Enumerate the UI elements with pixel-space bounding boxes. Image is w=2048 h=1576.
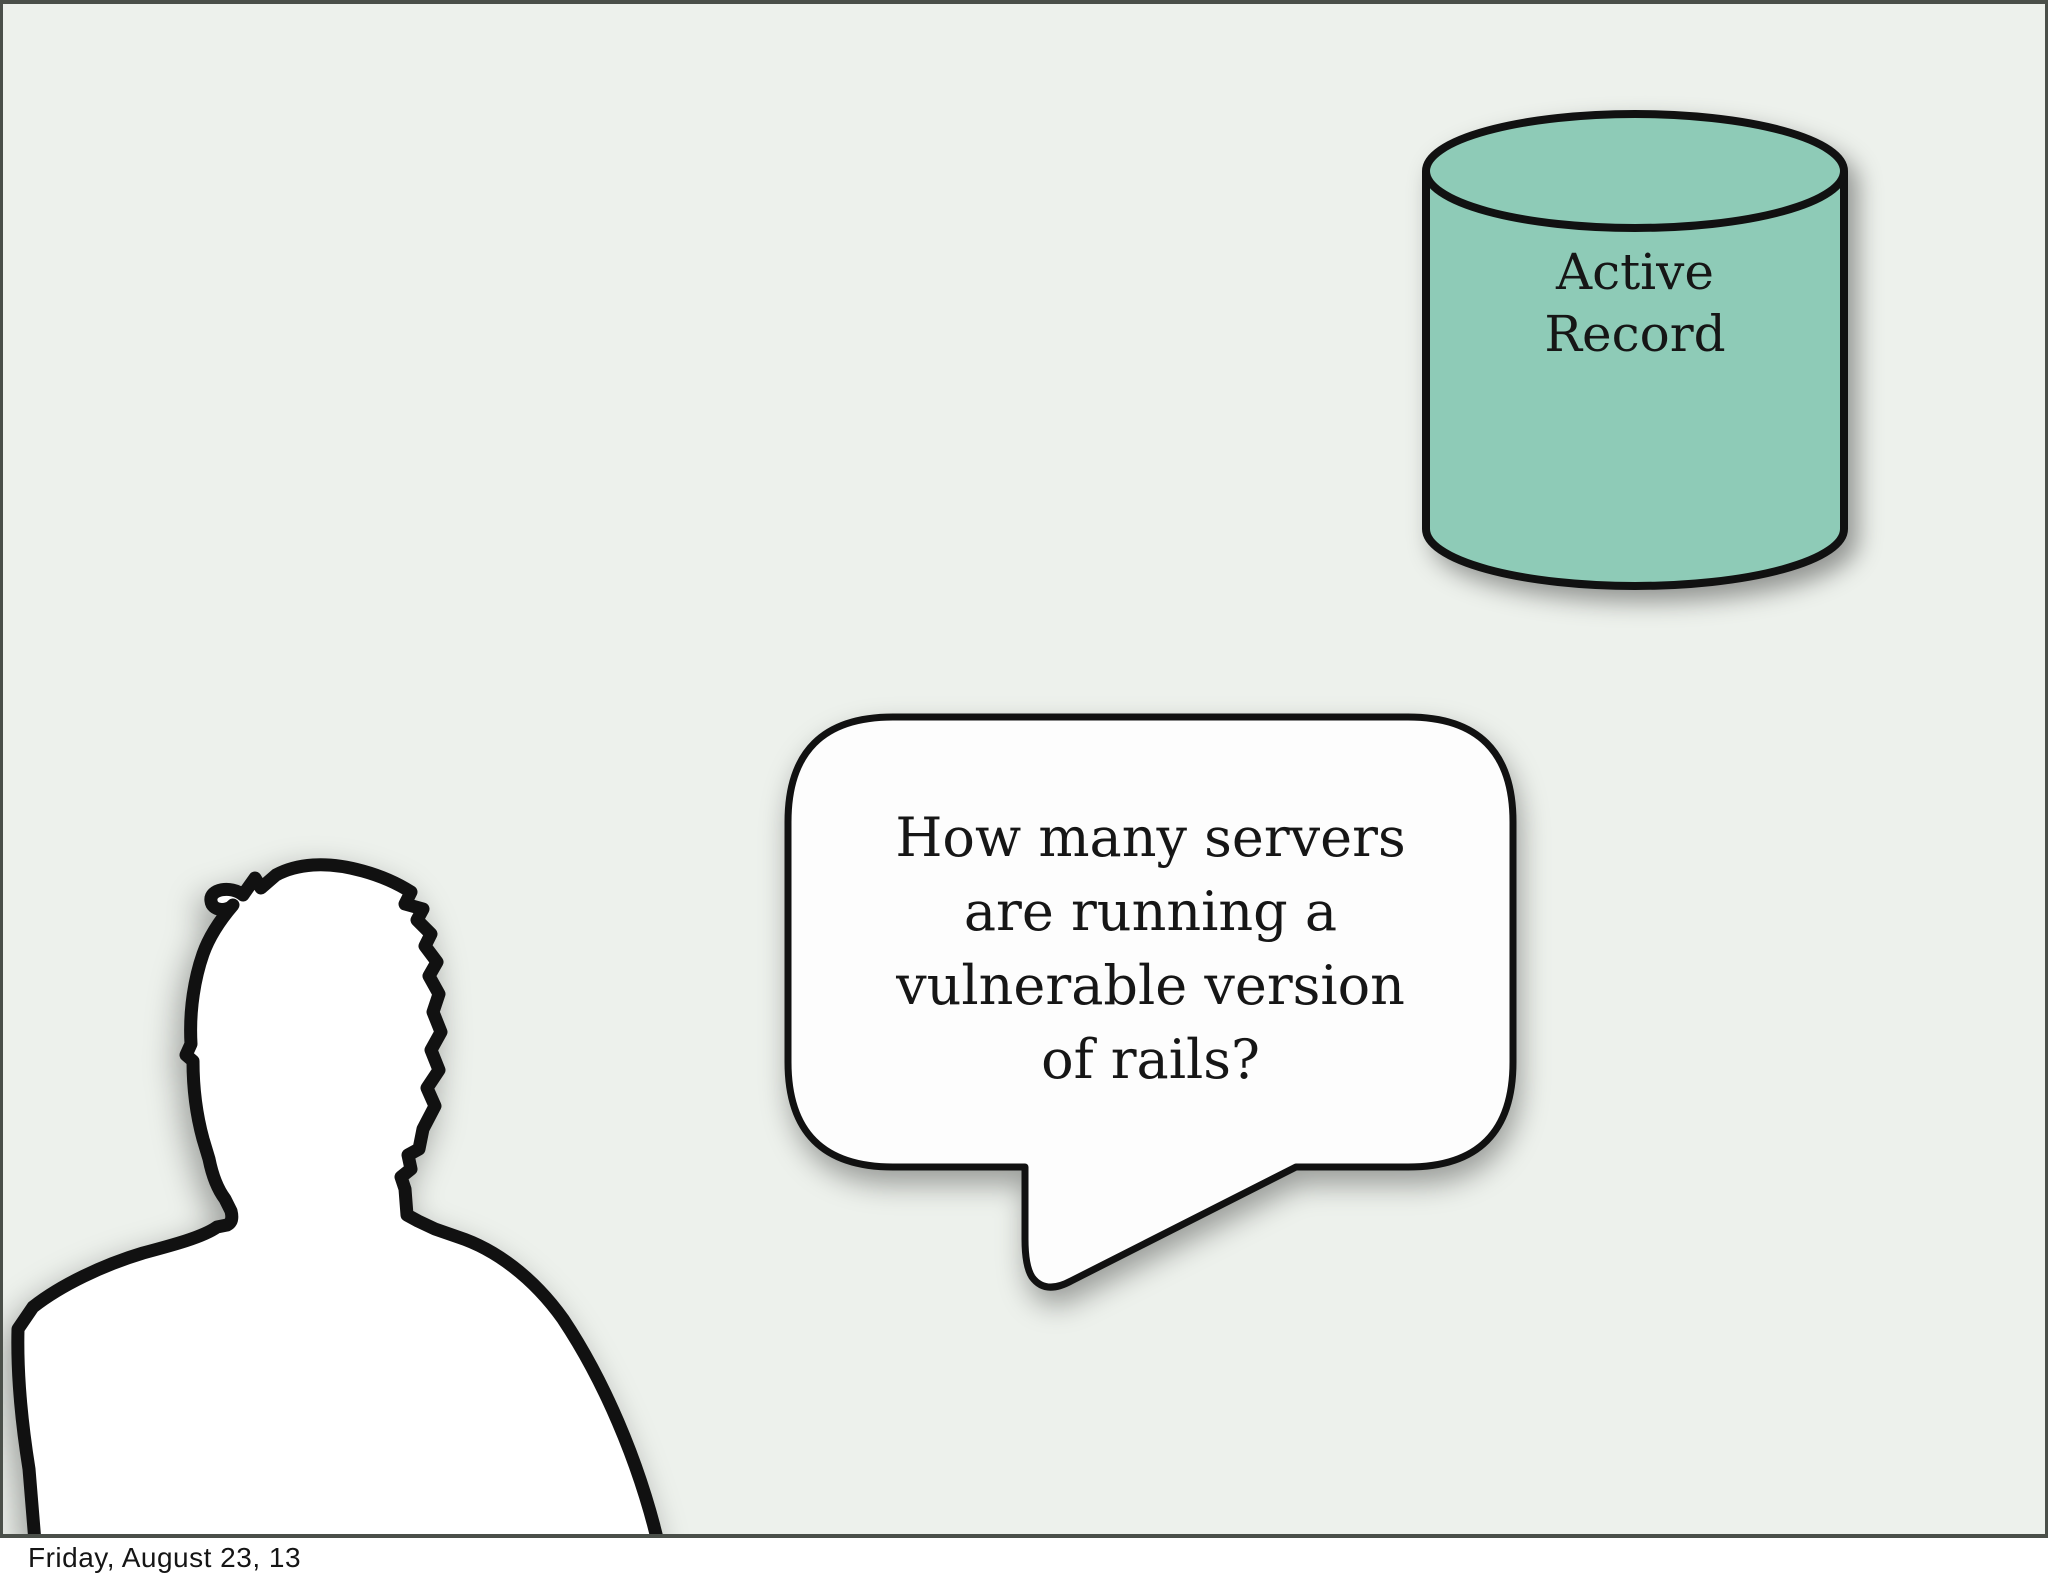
database-label-line2: Record: [1544, 305, 1726, 363]
database-cylinder-body: [1422, 171, 1848, 590]
slide-date-footer: Friday, August 23, 13: [28, 1542, 302, 1573]
database-label-line1: Active: [1555, 243, 1715, 301]
speech-bubble-shape: [784, 713, 1517, 1291]
speech-line-1: How many servers: [895, 806, 1406, 869]
slide-area: Active Record How many servers are runni…: [0, 0, 2048, 1538]
speech-line-3: vulnerable version: [896, 954, 1405, 1017]
speech-line-2: are running a: [963, 880, 1338, 943]
speech-line-4: of rails?: [1041, 1028, 1260, 1091]
database-cylinder-icon: [1422, 110, 1848, 590]
database-cylinder-top: [1422, 110, 1848, 232]
speech-bubble: [784, 713, 1517, 1291]
database-label: Active Record: [1426, 241, 1844, 365]
person-silhouette-shape: [11, 858, 663, 1534]
speech-bubble-text: How many servers are running a vulnerabl…: [803, 801, 1498, 1097]
person-silhouette-icon: [11, 858, 663, 1534]
